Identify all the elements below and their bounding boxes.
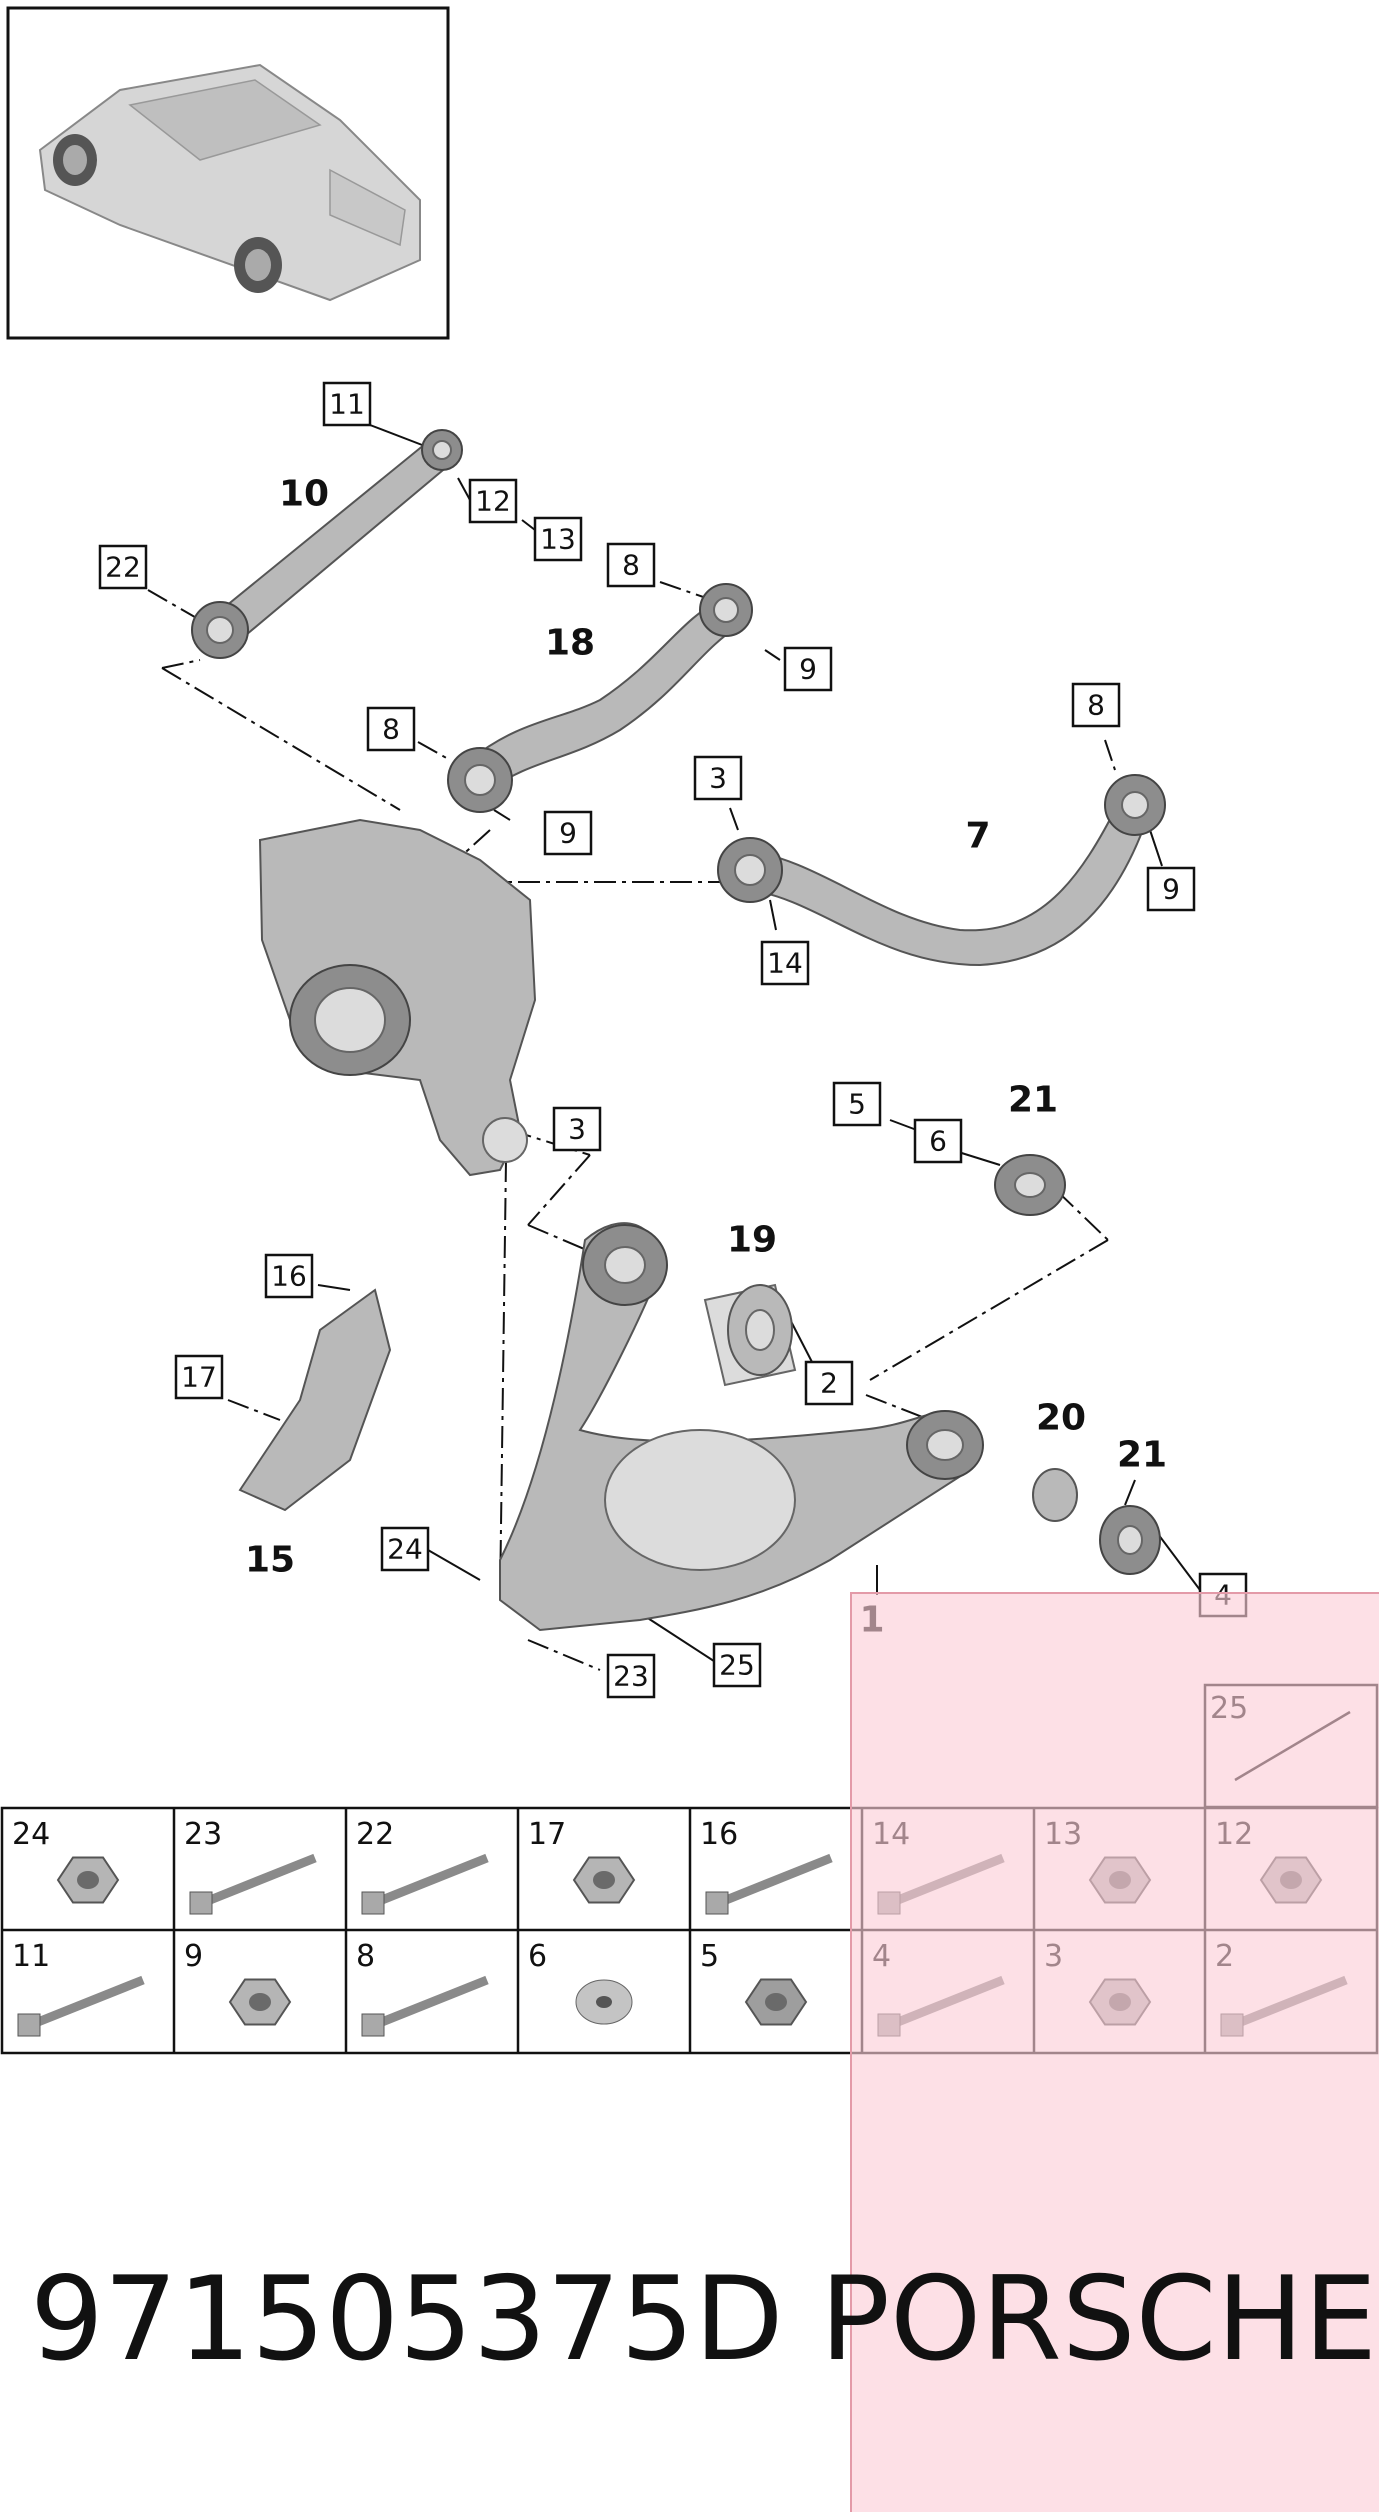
callout-16: 16 — [264, 1253, 314, 1299]
callout-3: 3 — [552, 1106, 602, 1152]
callout-9: 9 — [543, 810, 593, 856]
bushing-21-bottom — [1099, 1505, 1161, 1575]
grid-cell-17: 17 — [528, 1817, 636, 1904]
svg-text:9: 9 — [1162, 873, 1180, 906]
callout-25: 25 — [712, 1642, 762, 1688]
highlight-overlay — [850, 1592, 1379, 2512]
callout-2: 2 — [804, 1360, 854, 1406]
leader-lines — [147, 424, 1201, 1671]
svg-text:12: 12 — [475, 485, 511, 518]
bushing-19 — [703, 1283, 797, 1387]
callouts: 11 12 13 22 8 9 8 9 8 9 3 14 3 5 6 2 16 … — [98, 381, 1248, 1699]
svg-text:17: 17 — [181, 1361, 217, 1394]
grid-cell-24: 24 — [12, 1817, 120, 1904]
svg-text:8: 8 — [382, 713, 400, 746]
svg-text:5: 5 — [848, 1088, 866, 1121]
callout-9: 9 — [1146, 866, 1196, 912]
svg-text:9: 9 — [799, 653, 817, 686]
control-arm-18 — [447, 583, 753, 813]
callout-23: 23 — [606, 1653, 656, 1699]
grid-cell-6: 6 — [528, 1939, 633, 2025]
grid-cell-8: 8 — [356, 1939, 489, 2037]
bolt-icon — [375, 1853, 489, 1907]
part-number: 971505375D — [30, 2252, 784, 2387]
svg-text:14: 14 — [767, 947, 803, 980]
brand-name: PORSCHE — [820, 2252, 1378, 2387]
svg-text:25: 25 — [719, 1649, 755, 1682]
callout-14: 14 — [760, 940, 810, 986]
grid-cell-label: 9 — [184, 1939, 203, 1974]
label-15: 15 — [245, 1540, 295, 1581]
grid-cell-9: 9 — [184, 1939, 292, 2026]
grid-cell-label: 5 — [700, 1939, 719, 1974]
bushing-21-top — [994, 1154, 1066, 1216]
label-10: 10 — [279, 474, 329, 515]
grid-cell-label: 16 — [700, 1817, 738, 1852]
svg-text:13: 13 — [540, 523, 576, 556]
bolt-icon — [203, 1853, 317, 1907]
callout-22: 22 — [98, 544, 148, 590]
callout-6: 6 — [913, 1118, 963, 1164]
callout-11: 11 — [322, 381, 372, 427]
callout-5: 5 — [832, 1081, 882, 1127]
shield-15 — [238, 1288, 392, 1512]
svg-text:2: 2 — [820, 1367, 838, 1400]
svg-text:3: 3 — [568, 1113, 586, 1146]
callout-17: 17 — [174, 1354, 224, 1400]
grid-cell-label: 6 — [528, 1939, 547, 1974]
lower-control-arm-1 — [499, 1222, 984, 1632]
callout-8: 8 — [366, 706, 416, 752]
callout-3: 3 — [693, 755, 743, 801]
callout-8: 8 — [606, 542, 656, 588]
label-21: 21 — [1008, 1080, 1058, 1121]
car-thumbnail — [6, 6, 450, 340]
control-arm-10 — [191, 429, 463, 659]
svg-text:3: 3 — [709, 762, 727, 795]
label-7: 7 — [965, 816, 990, 857]
svg-text:6: 6 — [929, 1125, 947, 1158]
grid-cell-label: 8 — [356, 1939, 375, 1974]
svg-text:23: 23 — [613, 1660, 649, 1693]
svg-text:24: 24 — [387, 1533, 423, 1566]
bolt-icon — [719, 1853, 833, 1907]
grid-cell-23: 23 — [184, 1817, 317, 1915]
grid-cell-label: 22 — [356, 1817, 394, 1852]
callout-9: 9 — [783, 646, 833, 692]
bolt-icon — [375, 1975, 489, 2029]
svg-text:9: 9 — [559, 817, 577, 850]
grid-cell-5: 5 — [700, 1939, 808, 2026]
svg-text:11: 11 — [329, 388, 365, 421]
svg-text:8: 8 — [1087, 689, 1105, 722]
footer: 971505375D PORSCHE — [0, 2245, 1379, 2395]
callout-12: 12 — [468, 478, 518, 524]
grid-cell-11: 11 — [12, 1939, 145, 2037]
bolt-icon — [31, 1975, 145, 2029]
label-21: 21 — [1117, 1435, 1167, 1476]
label-20: 20 — [1036, 1398, 1086, 1439]
control-arm-7 — [717, 774, 1166, 967]
grid-cell-label: 23 — [184, 1817, 222, 1852]
callout-24: 24 — [380, 1526, 430, 1572]
svg-text:22: 22 — [105, 551, 141, 584]
label-18: 18 — [545, 623, 595, 664]
grid-cell-label: 11 — [12, 1939, 50, 1974]
grid-cell-22: 22 — [356, 1817, 489, 1915]
callout-13: 13 — [533, 516, 583, 562]
grid-cell-label: 24 — [12, 1817, 50, 1852]
bushing-20 — [1032, 1468, 1078, 1522]
label-19: 19 — [727, 1220, 777, 1261]
svg-text:16: 16 — [271, 1260, 307, 1293]
grid-cell-label: 17 — [528, 1817, 566, 1852]
wheel-carrier — [258, 818, 537, 1177]
grid-cell-16: 16 — [700, 1817, 833, 1915]
svg-text:8: 8 — [622, 549, 640, 582]
callout-8: 8 — [1071, 682, 1121, 728]
